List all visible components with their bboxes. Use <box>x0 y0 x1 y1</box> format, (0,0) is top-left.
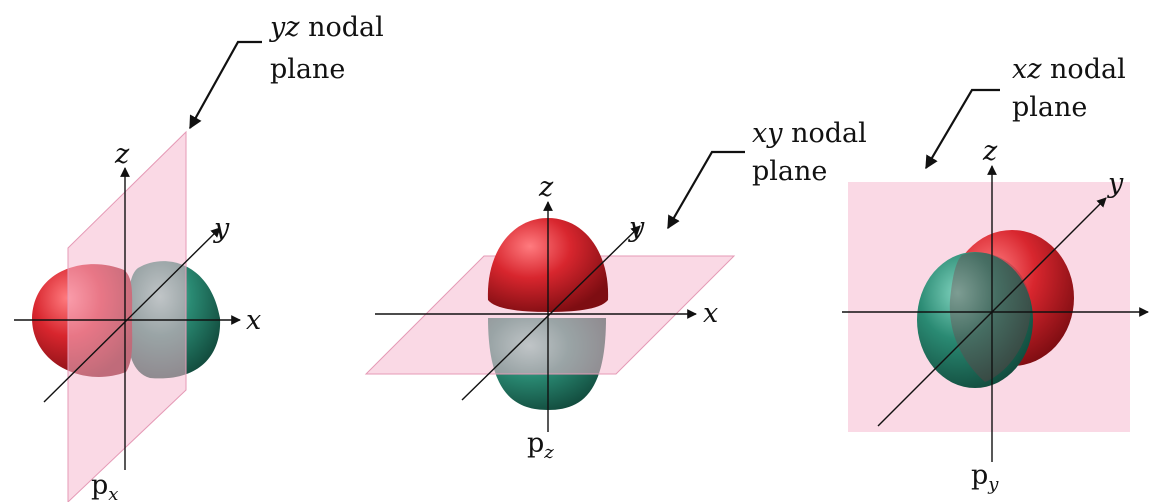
py-callout-line1: xz nodal <box>1012 54 1126 85</box>
pz-callout-line1: xy nodal <box>752 118 867 149</box>
px-callout-line1: yz nodal <box>269 12 384 43</box>
px-z-label: z <box>114 139 130 170</box>
xy-nodal-plane <box>364 255 736 375</box>
pz-x-label: x <box>703 298 718 329</box>
px-diagram: x z y px yz nodal plane <box>14 12 384 502</box>
py-negative-lobe <box>917 252 1033 388</box>
py-callout-line2: plane <box>1012 92 1087 123</box>
py-lobe-overlap <box>949 252 1031 382</box>
pz-z-label: z <box>538 172 554 203</box>
py-y-label: y <box>1107 168 1124 199</box>
px-y-label: y <box>213 213 230 244</box>
pz-callout-arrow <box>667 150 745 230</box>
pz-callout-line2: plane <box>752 156 827 187</box>
pz-y-label: y <box>628 212 645 243</box>
py-callout-arrow <box>925 88 1000 170</box>
pz-y-axis <box>461 225 641 401</box>
px-orbital-label: px <box>91 470 118 502</box>
pz-diagram: x z y pz xy nodal plane <box>364 118 867 463</box>
py-diagram: z y py xz nodal plane <box>842 54 1149 495</box>
px-callout-line2: plane <box>270 54 345 85</box>
pz-orbital-label: pz <box>527 428 554 463</box>
py-y-axis <box>877 197 1107 427</box>
px-y-axis <box>43 227 221 403</box>
py-z-label: z <box>982 136 998 167</box>
py-orbital-label: py <box>971 460 999 495</box>
yz-nodal-plane <box>67 130 187 502</box>
px-callout-arrow <box>189 40 262 130</box>
px-x-label: x <box>246 305 261 336</box>
